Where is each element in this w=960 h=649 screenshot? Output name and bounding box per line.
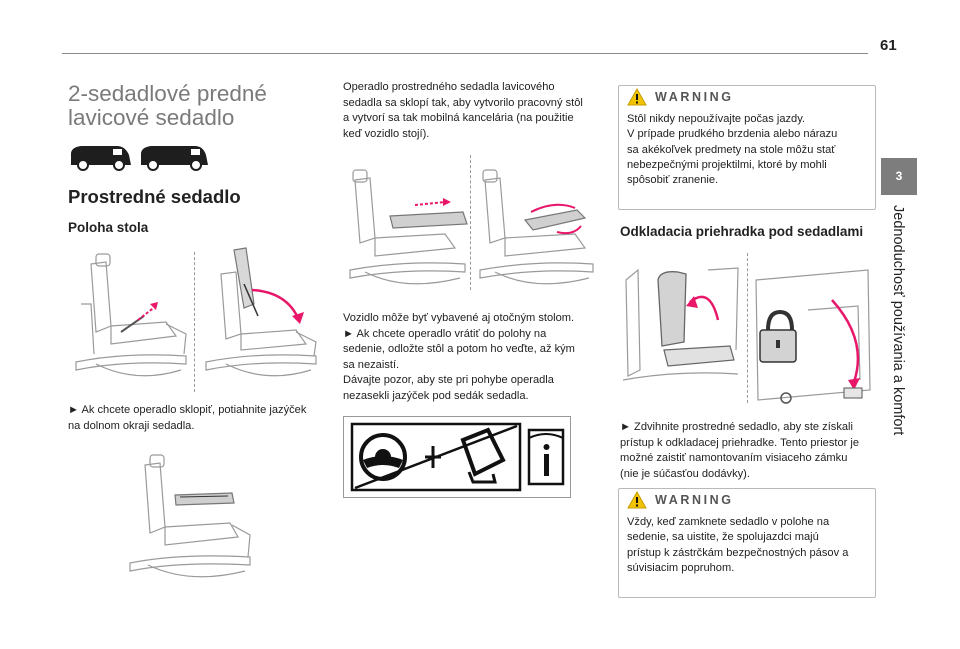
page-title-line-2: lavicové sedadlo <box>68 105 235 130</box>
illustration-divider <box>747 253 748 403</box>
intro-line: keď vozidlo stojí). <box>343 127 430 140</box>
illustration-divider <box>194 252 195 392</box>
warning-line: sedenie, sa uistite, že spolujazdci majú <box>627 531 819 544</box>
swivel-line: ► Ak chcete operadlo vrátiť do polohy na <box>343 327 547 340</box>
table-swiveled <box>523 209 587 231</box>
intro-line: a vytvorí sa tak mobilná kancelária (na … <box>343 112 574 124</box>
warning-triangle-icon <box>627 491 647 509</box>
swivel-line: Dávajte pozor, aby ste pri pohybe operad… <box>343 374 554 386</box>
warning-line: sa akékoľvek predmety na stole môžu stať <box>627 143 836 156</box>
van-short-icon <box>71 146 131 171</box>
pull-arrow <box>137 305 157 321</box>
page-title: 2-sedadlové predné lavicové sedadlo <box>68 82 298 130</box>
swivel-line: Vozidlo môže byť vybavené aj otočným sto… <box>343 312 575 324</box>
intro-line: sedadla sa sklopí tak, aby vytvorilo pra… <box>343 96 583 109</box>
storage-instruction: ► Zdvihnite prostredné sedadlo, aby ste … <box>620 420 859 482</box>
swivel-line: sa nezaistí. <box>343 358 400 371</box>
instruction-line: na dolnom okraji sedadla. <box>68 419 195 432</box>
seat-fold-illustration <box>75 247 317 377</box>
header-rule <box>62 53 868 54</box>
table-position-instruction: ► Ak chcete operadlo sklopiť, potiahnite… <box>68 403 306 434</box>
warning-box-seat-lock: WARNING Vždy, keď zamknete sedadlo v pol… <box>618 488 876 598</box>
airbag-warning-label <box>343 416 571 498</box>
folded-table <box>174 492 235 506</box>
warning-line: prístup k zástrčkám bezpečnostných pásov… <box>627 546 849 559</box>
warning-line: V prípade prudkého brzdenia alebo nárazu <box>627 128 838 141</box>
van-long-icon <box>141 146 208 171</box>
chapter-label-text: Jednoduchosť používania a komfort <box>890 205 906 436</box>
warning-title: WARNING <box>655 90 734 104</box>
chapter-label: Jednoduchosť používania a komfort <box>880 205 916 475</box>
warning-text: Stôl nikdy nepoužívajte počas jazdy. V p… <box>627 112 867 188</box>
warning-line: nebezpečnými projektilmi, ktoré by mohli <box>627 158 827 171</box>
manual-info-icon <box>527 428 565 486</box>
page-title-line-1: 2-sedadlové predné <box>68 81 267 106</box>
instruction-line: (nie je súčasťou dodávky). <box>620 467 750 480</box>
warning-line: súvisiacim popruhom. <box>627 561 735 574</box>
backrest-folding <box>233 247 255 309</box>
steering-wheel-icon <box>359 433 407 481</box>
intro-paragraph: Operadlo prostredného sedadla lavicového… <box>343 80 583 142</box>
intro-line: Operadlo prostredného sedadla lavicového <box>343 81 555 93</box>
section-title: Prostredné sedadlo <box>68 186 241 207</box>
swivel-paragraph: Vozidlo môže byť vybavené aj otočným sto… <box>343 311 575 404</box>
swivel-table-illustration <box>349 169 594 285</box>
fold-arrow <box>251 288 300 319</box>
table-position-heading: Poloha stola <box>68 220 149 235</box>
swivel-line: nezasekli jazýček pod sedák sedadla. <box>343 389 529 402</box>
chapter-tab[interactable]: 3 <box>881 158 917 195</box>
illustration-divider <box>470 155 471 290</box>
instruction-line: ► Ak chcete operadlo sklopiť, potiahnite… <box>68 404 307 416</box>
airbag-icon <box>460 427 506 484</box>
warning-line: Stôl nikdy nepoužívajte počas jazdy. <box>627 113 806 125</box>
instruction-line: ► Zdvihnite prostredné sedadlo, aby ste … <box>620 421 853 433</box>
seat-table-illustration <box>129 454 251 578</box>
raised-seat <box>657 271 687 347</box>
page-number: 61 <box>880 37 897 54</box>
warning-triangle-icon <box>627 88 647 106</box>
warning-title: WARNING <box>655 493 734 507</box>
table-closed <box>389 211 468 229</box>
warning-text: Vždy, keď zamknete sedadlo v polohe na s… <box>627 515 867 576</box>
instruction-line: možné zaistiť namontovaním visiaceho zám… <box>620 452 848 464</box>
storage-heading: Odkladacia priehradka pod sedadlami <box>620 224 864 239</box>
warning-line: Vždy, keď zamknete sedadlo v polohe na <box>627 516 830 528</box>
instruction-line: prístup k odkladacej priehradke. Tento p… <box>620 436 860 449</box>
vehicle-icons <box>71 146 208 171</box>
storage-compartment-illustration <box>622 267 871 404</box>
swivel-line: sedenie, odložte stôl a potom ho veďte, … <box>343 343 575 355</box>
warning-box-table: WARNING Stôl nikdy nepoužívajte počas ja… <box>618 85 876 210</box>
warning-line: spôsobiť zranenie. <box>627 174 719 187</box>
padlock-icon <box>759 309 797 363</box>
